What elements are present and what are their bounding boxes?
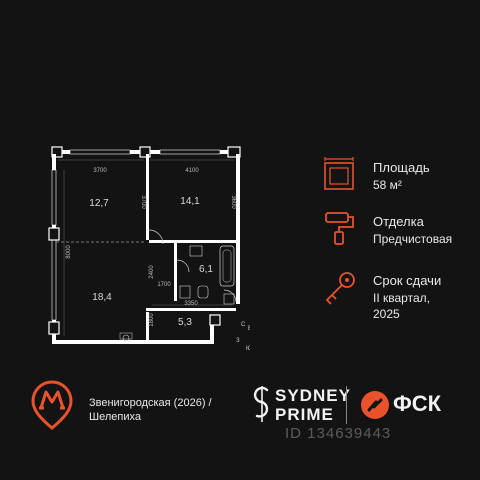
delivery-value-line2: 2025	[373, 307, 400, 321]
finish-value: Предчистовая	[373, 232, 453, 246]
compass-north: С	[241, 322, 246, 328]
dim-2400: 2400	[149, 265, 155, 279]
project-name-line2: PRIME	[275, 405, 334, 424]
dim-4100: 4100	[185, 168, 199, 174]
area-title: Площадь	[373, 160, 430, 175]
compass-east: В	[248, 326, 250, 332]
room-area-2: 14,1	[180, 196, 200, 207]
compass-west: З	[236, 338, 240, 344]
paint-roller-icon	[325, 212, 354, 245]
metro-logo-icon	[31, 380, 73, 430]
metro-stations: Звенигородская (2026) / Шелепиха	[89, 396, 212, 424]
room-area-1: 12,7	[89, 198, 109, 209]
dim-3600: 3600	[230, 195, 236, 209]
dim-8000: 8000	[66, 245, 72, 259]
fsk-logo-icon	[361, 391, 389, 419]
key-icon	[325, 272, 355, 305]
room-area-bathroom: 6,1	[199, 264, 213, 275]
walls	[48, 146, 241, 344]
dim-1800: 1800	[149, 313, 155, 327]
delivery-title: Срок сдачи	[373, 273, 442, 288]
brand-divider	[346, 386, 347, 424]
metro-line-1: Звенигородская (2026) /	[89, 397, 212, 409]
project-name-line1: SYDNEY	[275, 386, 351, 405]
room-area-hallway: 5,3	[178, 317, 192, 328]
dim-3700-top: 3700	[93, 168, 107, 174]
area-icon	[324, 157, 354, 190]
sydney-prime-logo-icon	[253, 386, 269, 422]
floor-plan: 3700 4100 3700 3600 8000 2400 1700 3350 …	[48, 146, 250, 352]
delivery-value-line1: II квартал,	[373, 291, 430, 305]
watermark: ID 134639443	[285, 425, 392, 442]
metro-line-2: Шелепиха	[89, 411, 141, 423]
area-value: 58 м²	[373, 178, 402, 192]
developer-name: ФСК	[393, 391, 442, 416]
dim-3350: 3350	[184, 301, 198, 307]
dim-1700: 1700	[157, 282, 171, 288]
compass-south: Ю	[246, 346, 250, 352]
room-area-living: 18,4	[92, 292, 112, 303]
dim-3700-vertical: 3700	[140, 195, 146, 209]
finish-title: Отделка	[373, 214, 424, 229]
